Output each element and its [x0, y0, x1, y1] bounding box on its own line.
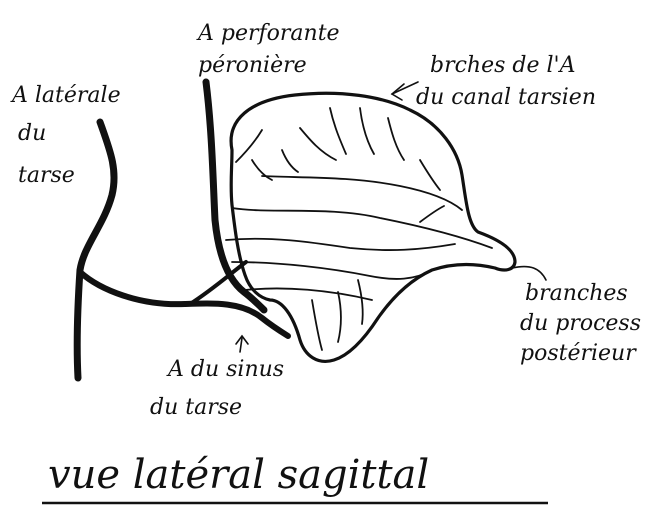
lateral-tarsal-artery — [77, 122, 114, 378]
perforating-artery-label-2: péronière — [198, 53, 307, 78]
posterior-process-label-1: branches — [525, 281, 628, 306]
lateral-artery-label-3: tarse — [18, 163, 75, 188]
lateral-artery-label-1: A latérale — [10, 83, 121, 108]
tarsal-canal-label-1: brches de l'A — [430, 53, 575, 78]
intraosseous-branches — [226, 108, 492, 350]
diagram-caption: vue latéral sagittal — [48, 452, 429, 498]
posterior-process-label-2: du process — [520, 311, 641, 336]
sinus-artery-label-1: A du sinus — [166, 357, 284, 382]
sinus-artery-label-2: du tarse — [150, 395, 242, 420]
perforating-peroneal-artery — [206, 82, 264, 310]
bone-outline — [231, 93, 515, 361]
leader-lines — [236, 82, 546, 352]
posterior-process-label-3: postérieur — [520, 341, 637, 366]
perforating-artery-label-1: A perforante — [196, 21, 340, 46]
tarsal-canal-label-2: du canal tarsien — [416, 85, 596, 110]
lateral-artery-label-2: du — [18, 121, 46, 146]
